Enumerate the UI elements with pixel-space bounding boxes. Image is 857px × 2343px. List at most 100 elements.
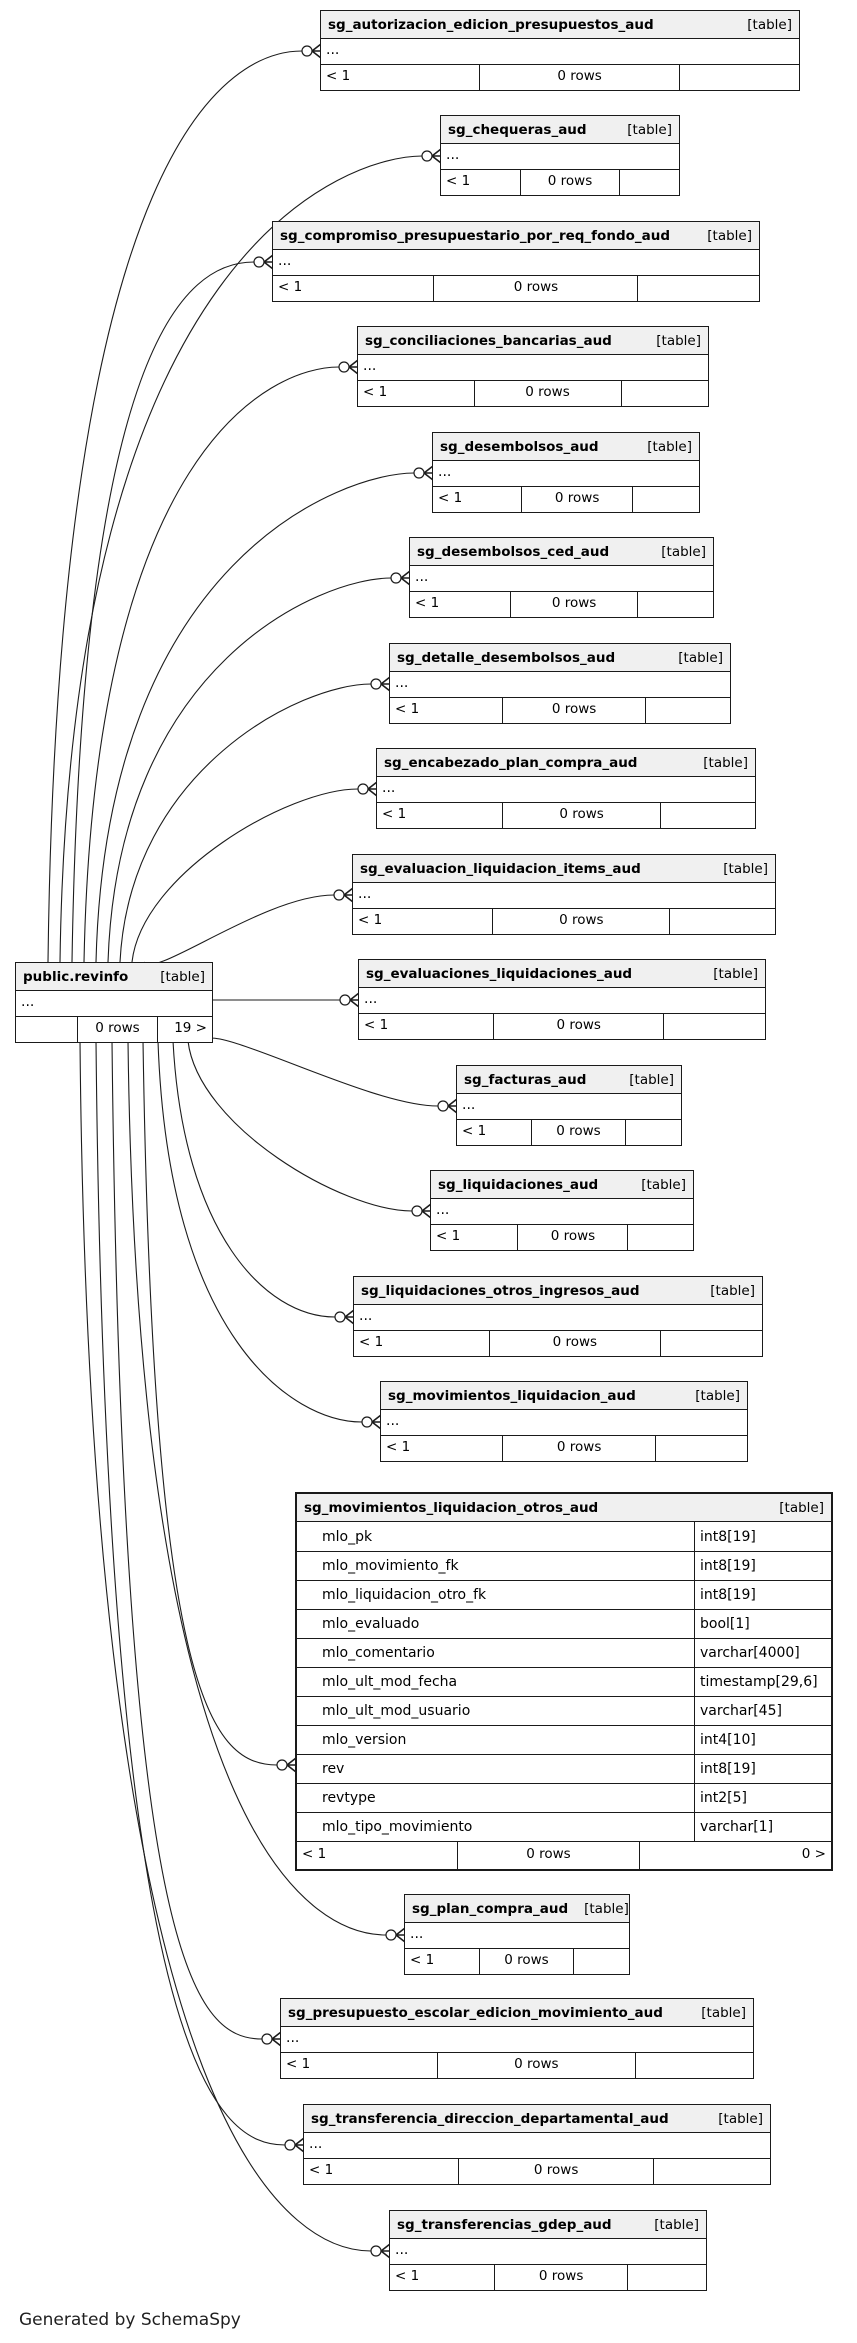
table-title[interactable]: sg_transferencia_direccion_departamental… (311, 2110, 669, 2127)
table-node-sg_evaluaciones_liquidaciones_aud[interactable]: sg_evaluaciones_liquidaciones_aud[table]… (358, 959, 766, 1040)
columns-ellipsis: ... (431, 1199, 693, 1224)
column-name[interactable]: mlo_ult_mod_usuario (297, 1697, 695, 1725)
footer-cell-rowcount: 0 rows (509, 592, 637, 617)
table-title[interactable]: sg_chequeras_aud (448, 121, 587, 138)
footer-cell-children: < 1 (446, 173, 471, 189)
table-title[interactable]: sg_compromiso_presupuestario_por_req_fon… (280, 227, 671, 244)
footer-cell-rowcount: 0 rows (76, 1017, 157, 1042)
zero-cardinality-circle (370, 678, 382, 690)
column-type: varchar[45] (700, 1703, 782, 1719)
footer-cell-parents (572, 1949, 629, 1974)
crow-foot-arrow (400, 570, 411, 586)
table-node-sg_conciliaciones_bancarias_aud[interactable]: sg_conciliaciones_bancarias_aud[table]..… (357, 326, 709, 407)
column-name[interactable]: mlo_tipo_movimiento (297, 1813, 695, 1841)
table-header: sg_liquidaciones_aud [table] (431, 1171, 693, 1199)
table-title[interactable]: sg_liquidaciones_otros_ingresos_aud (361, 1282, 640, 1299)
table-title[interactable]: sg_transferencias_gdep_aud (397, 2216, 612, 2233)
column-name[interactable]: mlo_version (297, 1726, 695, 1754)
footer-cell-parents: 0 > (638, 1842, 831, 1869)
fk-edge-sg_movimientos_liquidacion_aud (157, 1040, 382, 1430)
column-name[interactable]: mlo_pk (297, 1522, 695, 1551)
table-node-sg_movimientos_liquidacion_aud[interactable]: sg_movimientos_liquidacion_aud[table]...… (380, 1381, 748, 1462)
footer-cell-parents (659, 1331, 762, 1356)
table-title[interactable]: sg_conciliaciones_bancarias_aud (365, 332, 612, 349)
footer-cell-parents (669, 909, 775, 934)
table-header: sg_liquidaciones_otros_ingresos_aud[tabl… (354, 1277, 762, 1305)
table-title[interactable]: sg_desembolsos_aud (440, 438, 599, 455)
columns-ellipsis: ... (390, 672, 730, 697)
footer-cell-parents (634, 2053, 753, 2078)
table-title[interactable]: sg_detalle_desembolsos_aud (397, 649, 616, 666)
zero-cardinality-circle (437, 1100, 449, 1112)
footer-cell-children: < 1 (359, 1334, 384, 1350)
table-title[interactable]: public.revinfo (23, 968, 129, 985)
column-type: int8[19] (700, 1558, 756, 1574)
footer-cell-rowcount: 0 rows (478, 1949, 573, 1974)
crow-foot-arrow (380, 676, 391, 692)
column-name[interactable]: mlo_ult_mod_fecha (297, 1668, 695, 1696)
column-name[interactable]: rev (297, 1755, 695, 1783)
columns-ellipsis: ... (273, 250, 759, 275)
table-type-tag: [table] (661, 543, 706, 560)
table-title[interactable]: sg_presupuesto_escolar_edicion_movimient… (288, 2004, 663, 2021)
footer-cell-children: < 1 (395, 2268, 420, 2284)
footer-cell-rowcount: 0 rows (457, 1842, 639, 1869)
crow-foot-arrow (447, 1098, 458, 1114)
table-node-sg_transferencia_direccion_departamental_aud[interactable]: sg_transferencia_direccion_departamental… (303, 2104, 771, 2185)
fk-edge-sg_facturas_aud (202, 1037, 458, 1114)
footer-cell-parents (653, 2159, 770, 2184)
schemaspy-credit: Generated by SchemaSpy (19, 2310, 241, 2330)
zero-cardinality-circle (411, 1205, 423, 1217)
zero-cardinality-circle (253, 256, 265, 268)
table-header: sg_autorizacion_edicion_presupuestos_aud… (321, 11, 799, 39)
table-node-sg_encabezado_plan_compra_aud[interactable]: sg_encabezado_plan_compra_aud[table]...<… (376, 748, 756, 829)
table-footer: 0 rows 19 > (16, 1016, 212, 1042)
table-title[interactable]: sg_facturas_aud (464, 1071, 587, 1088)
table-title[interactable]: sg_evaluacion_liquidacion_items_aud (360, 860, 641, 877)
columns-ellipsis: ... (433, 461, 699, 486)
table-title[interactable]: sg_evaluaciones_liquidaciones_aud (366, 965, 633, 982)
column-name[interactable]: mlo_evaluado (297, 1610, 695, 1638)
table-node-sg_liquidaciones_otros_ingresos_aud[interactable]: sg_liquidaciones_otros_ingresos_aud[tabl… (353, 1276, 763, 1357)
column-name[interactable]: mlo_comentario (297, 1639, 695, 1667)
table-node-sg_compromiso_presupuestario_por_req_fondo_aud[interactable]: sg_compromiso_presupuestario_por_req_fon… (272, 221, 760, 302)
table-title[interactable]: sg_movimientos_liquidacion_aud (388, 1387, 636, 1404)
fk-edge-sg_chequeras_aud (59, 148, 442, 963)
table-type-tag: [table] (718, 2110, 763, 2127)
crow-foot-arrow (349, 992, 360, 1008)
table-title[interactable]: sg_autorizacion_edicion_presupuestos_aud (328, 16, 654, 33)
crow-foot-arrow (263, 254, 274, 270)
column-type: int4[10] (700, 1732, 756, 1748)
column-name[interactable]: mlo_liquidacion_otro_fk (297, 1581, 695, 1609)
table-node-public-revinfo[interactable]: public.revinfo [table] ... 0 rows 19 > (15, 962, 213, 1043)
footer-cell-rowcount: 0 rows (492, 909, 669, 934)
table-type-tag: [table] (654, 2216, 699, 2233)
footer-cell-rowcount: 0 rows (473, 381, 621, 406)
table-node-sg_evaluacion_liquidacion_items_aud[interactable]: sg_evaluacion_liquidacion_items_aud[tabl… (352, 854, 776, 935)
table-title[interactable]: sg_encabezado_plan_compra_aud (384, 754, 638, 771)
table-title[interactable]: sg_desembolsos_ced_aud (417, 543, 610, 560)
column-name[interactable]: revtype (297, 1784, 695, 1812)
table-node-sg_presupuesto_escolar_edicion_movimiento_aud[interactable]: sg_presupuesto_escolar_edicion_movimient… (280, 1998, 754, 2079)
column-name[interactable]: mlo_movimiento_fk (297, 1552, 695, 1580)
table-title[interactable]: sg_plan_compra_aud (412, 1900, 569, 1917)
table-title[interactable]: sg_liquidaciones_aud (438, 1176, 599, 1193)
table-node-sg_autorizacion_edicion_presupuestos_aud[interactable]: sg_autorizacion_edicion_presupuestos_aud… (320, 10, 800, 91)
table-type-tag: [table] (641, 1176, 686, 1193)
footer-cell-children: < 1 (395, 701, 420, 717)
table-node-sg_movimientos_liquidacion_otros_aud[interactable]: sg_movimientos_liquidacion_otros_aud[tab… (295, 1492, 833, 1871)
table-title[interactable]: sg_movimientos_liquidacion_otros_aud (304, 1499, 599, 1516)
